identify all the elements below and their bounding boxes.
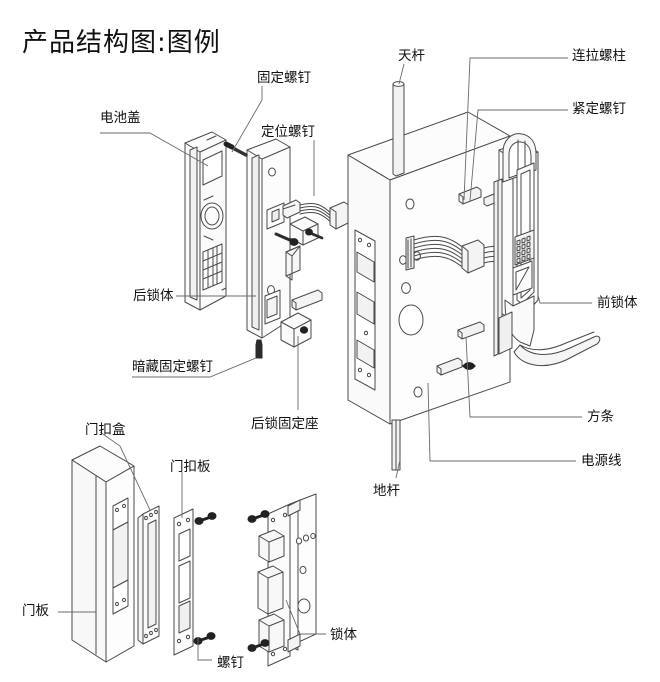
leader-line-power-cable <box>427 382 576 462</box>
strike-plate-part <box>173 508 194 656</box>
callout-label-square-bar: 方条 <box>587 409 614 425</box>
callout-label-power-cable: 电源线 <box>581 453 622 469</box>
callout-label-screw: 螺钉 <box>217 655 244 671</box>
leader-line-set-screw <box>469 109 568 202</box>
callout-label-door-panel: 门板 <box>22 603 49 619</box>
set-screw-part <box>436 321 485 376</box>
rear-lock-body-part <box>246 138 323 339</box>
callout-label-strike-plate: 门扣板 <box>170 459 211 475</box>
leader-line-floor-rod <box>395 459 401 479</box>
leader-line-fixing-screw <box>231 86 263 153</box>
callout-label-connecting-stud: 连拉螺柱 <box>572 48 626 64</box>
page-title: 产品结构图:图例 <box>22 28 221 58</box>
callout-label-rear-lock-mount: 后锁固定座 <box>251 416 319 432</box>
lock-case-screws <box>247 510 270 652</box>
strike-box-part <box>137 505 160 645</box>
hidden-fixing-screw-part <box>255 339 263 359</box>
callout-label-positioning-screw: 定位螺钉 <box>261 124 315 140</box>
fixing-screw-part <box>223 141 248 157</box>
callout-label-lock-body: 锁体 <box>330 627 357 643</box>
leader-line-front-lock-body <box>537 294 592 304</box>
leader-line-lock-body <box>285 599 326 635</box>
leader-line-connecting-stud <box>463 57 568 201</box>
callout-label-battery-cover: 电池盖 <box>100 110 141 126</box>
leader-line-top-rod <box>398 63 405 85</box>
leader-line-hidden-fixing-screw <box>132 357 257 378</box>
callout-label-front-lock-body: 前锁体 <box>597 295 638 311</box>
leader-line-battery-cover <box>100 132 209 167</box>
callout-label-fixing-screw: 固定螺钉 <box>257 70 311 86</box>
callout-label-set-screw: 紧定螺钉 <box>572 101 626 117</box>
callout-label-hidden-fixing-screw: 暗藏固定螺钉 <box>132 359 213 375</box>
callout-label-strike-box: 门扣盒 <box>85 422 126 438</box>
floor-rod-part <box>391 419 401 471</box>
leader-line-screw <box>197 637 212 661</box>
front-lock-body-part <box>493 133 601 367</box>
callout-label-top-rod: 天杆 <box>398 48 425 64</box>
leader-line-strike-box <box>99 431 151 511</box>
leader-line-square-bar <box>465 336 582 418</box>
positioning-screw-part <box>274 216 324 253</box>
battery-cover-part <box>184 131 227 311</box>
square-bar-part <box>498 311 513 355</box>
top-rod-part <box>392 81 405 177</box>
rear-lock-mount-part <box>280 312 312 348</box>
door-leaf <box>347 111 511 425</box>
rear-wire-harness <box>282 199 373 230</box>
callout-label-rear-lock-body: 后锁体 <box>133 288 174 304</box>
door-panel-part <box>71 445 135 663</box>
lock-case-part <box>257 493 317 667</box>
callout-label-floor-rod: 地杆 <box>373 483 400 499</box>
